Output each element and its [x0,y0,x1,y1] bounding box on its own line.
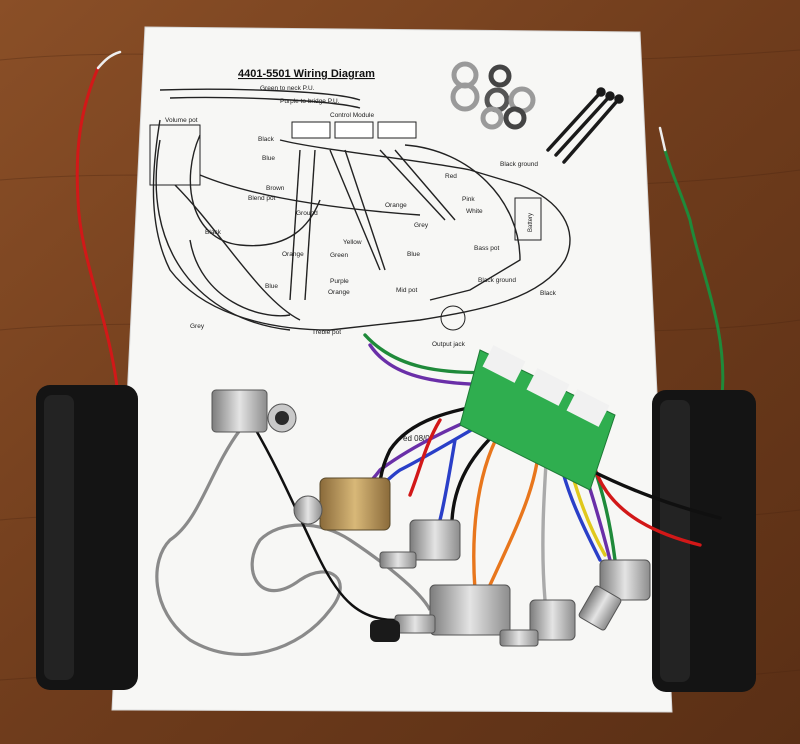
label-black-ground-1: Black ground [500,161,538,168]
label-orange-3: Orange [328,289,350,296]
label-grey-2: Grey [190,323,205,330]
label-orange-1: Orange [282,251,304,258]
treble-pot [578,559,651,631]
label-red: Red [445,173,457,180]
label-orange-2: Orange [385,202,407,209]
battery-box [514,197,542,241]
label-white: White [466,208,483,215]
label-green: Green [330,252,348,259]
label-ground: Ground [296,210,318,217]
volume-pot-box [149,124,201,186]
label-control-module: Control Module [330,112,374,119]
volume-pot [293,477,391,531]
output-jack-drawing [440,305,466,331]
mid-pot [499,599,576,647]
label-black-3: Black [540,290,557,297]
label-blue-2: Blue [407,251,420,258]
grey-ground-wire [155,429,432,656]
label-output-jack: Output jack [432,341,466,348]
control-module-boxes [291,121,417,139]
label-blend-pot: Blend pot [248,195,276,202]
label-blue-1: Blue [262,155,275,162]
label-blue-3: Blue [265,283,278,290]
label-bass-pot: Bass pot [474,245,499,252]
label-volume-pot: Volume pot [165,117,198,124]
label-mid-pot: Mid pot [396,287,418,294]
label-black-1: Black [258,136,275,143]
pickup-leads [75,50,725,397]
label-purple: Purple [330,278,349,285]
mounting-screws [546,87,624,164]
washers-and-nuts [450,61,536,130]
label-black-ground-2: Black ground [478,277,516,284]
control-module [459,345,616,491]
label-yellow: Yellow [343,239,362,246]
label-purple-to-bridge: Purple to bridge P.U. [280,98,340,105]
diagram-drawing [152,88,571,331]
label-green-to-neck: Green to neck P.U. [260,85,315,92]
diagram-title: 4401-5501 Wiring Diagram [238,68,375,80]
label-pink: Pink [462,196,475,203]
label-brown: Brown [266,185,285,192]
label-grey-1: Grey [414,222,429,229]
label-treble-pot: Treble pot [312,329,341,336]
black-jack-wire [248,419,396,622]
stacked-pot [370,584,511,642]
label-date-stamp: ed 08/0 [403,434,430,443]
output-jack [211,389,297,433]
label-black-2: Black [205,229,222,236]
label-battery: Battery [528,213,534,232]
blend-pot [379,519,461,569]
